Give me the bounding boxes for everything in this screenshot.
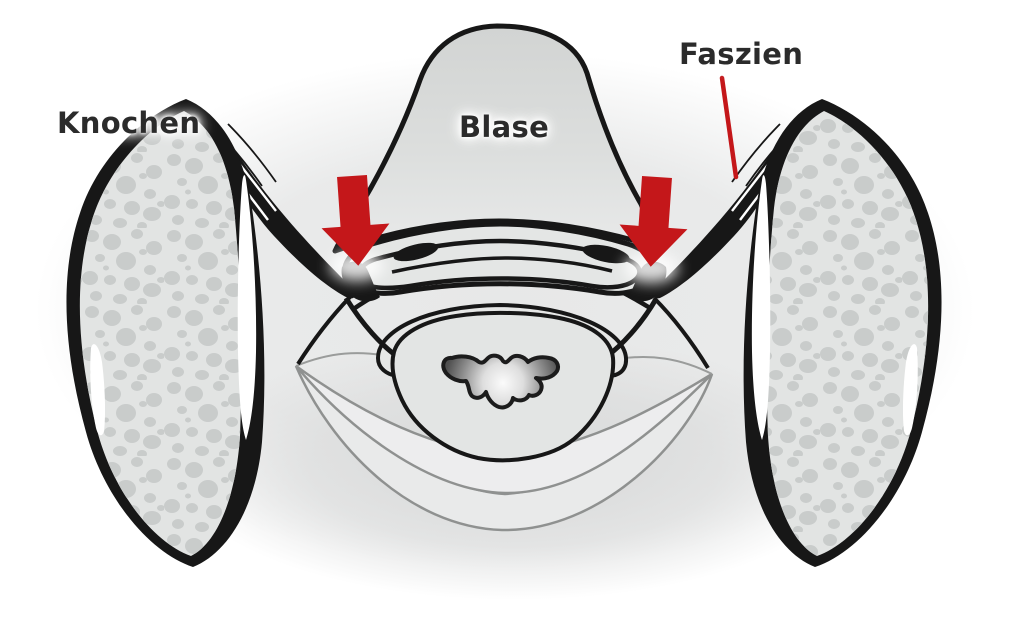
diagonal-to-floor-left [296,295,352,366]
left-bone-texture [79,111,242,556]
right-bone-texture [766,111,929,556]
label-bladder: Blase [459,110,550,144]
right-bone-joint-gap [751,175,771,440]
left-bone-notch [90,344,106,436]
fascia-wedge-right [652,128,795,299]
label-bone: Knochen [57,106,201,140]
arrow-glow-right [624,253,678,283]
left-bone [66,99,265,567]
fold-lens-left [393,242,439,262]
bladder-shape [332,23,666,254]
arrow-glow-left [330,251,384,281]
down-arrow-left-icon [321,174,390,266]
right-bone-notch [902,344,918,436]
left-bone-joint-gap [237,175,257,440]
fascia-leader-line [719,75,739,180]
down-arrow-right-icon [619,175,688,267]
fold-inner-line-2 [391,256,613,274]
fold-lens-right [582,244,630,264]
label-fascia: Faszien [679,37,804,71]
fascia-wedge-left [213,128,356,299]
diagonal-to-floor-right [652,296,710,370]
right-bone [743,99,942,567]
urethra-lumen [441,353,560,410]
